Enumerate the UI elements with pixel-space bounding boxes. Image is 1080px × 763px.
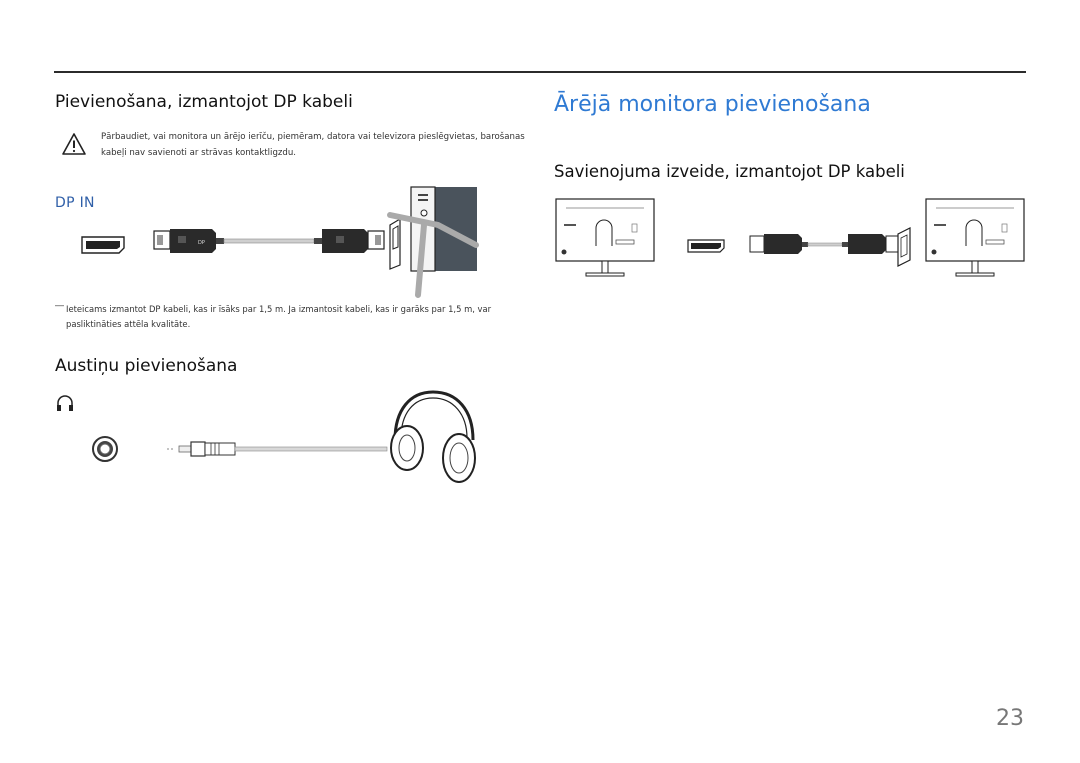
warning-triangle-icon [62,133,86,155]
top-rule [54,71,1026,73]
monitor-back-left-icon [555,198,655,277]
warning-text: Pārbaudiet, vai monitora un ārējo ierīču… [101,129,531,161]
headphone-section-heading: Austiņu pievienošana [55,356,238,376]
daisy-chain-illustration [555,198,1025,277]
dp-plug-right-icon [314,229,385,253]
headphone-icon [57,395,73,411]
dp-daisy-subheading: Savienojuma izveide, izmantojot DP kabel… [554,162,905,181]
warning-line-2: kabeļi nav savienoti ar strāvas kontaktl… [101,148,297,158]
dp-plug-left-icon: DP [153,229,224,253]
headphone-jack-icon [92,436,118,462]
dp-cable-small-icon [749,234,901,254]
dp-port-icon [81,236,125,254]
monitor-back-right-icon [925,198,1025,277]
headphones-illustration-icon [390,390,476,483]
headphone-connection-illustration [57,390,476,483]
note-symbol: ― [55,301,64,311]
page-number: 23 [996,706,1024,731]
dp-section-heading: Pievienošana, izmantojot DP kabeli [55,92,353,112]
dp-connection-illustration: DP [81,186,479,298]
dp-in-label: DP IN [55,195,95,211]
section-title: Ārējā monitora pievienošana [554,92,871,117]
note-text: Ieteicams izmantot DP kabeli, kas ir īsā… [66,302,506,332]
computer-tower-icon [387,186,479,298]
warning-line-1: Pārbaudiet, vai monitora un ārējo ierīču… [101,132,525,142]
note-line-1: Ieteicams izmantot DP kabeli, kas ir īsā… [66,304,492,314]
audio-plug-icon [178,441,236,457]
note-line-2: pasliktināties attēla kvalitāte. [66,319,191,329]
dp-port-small-icon [687,239,725,253]
svg-text:DP: DP [198,240,205,246]
